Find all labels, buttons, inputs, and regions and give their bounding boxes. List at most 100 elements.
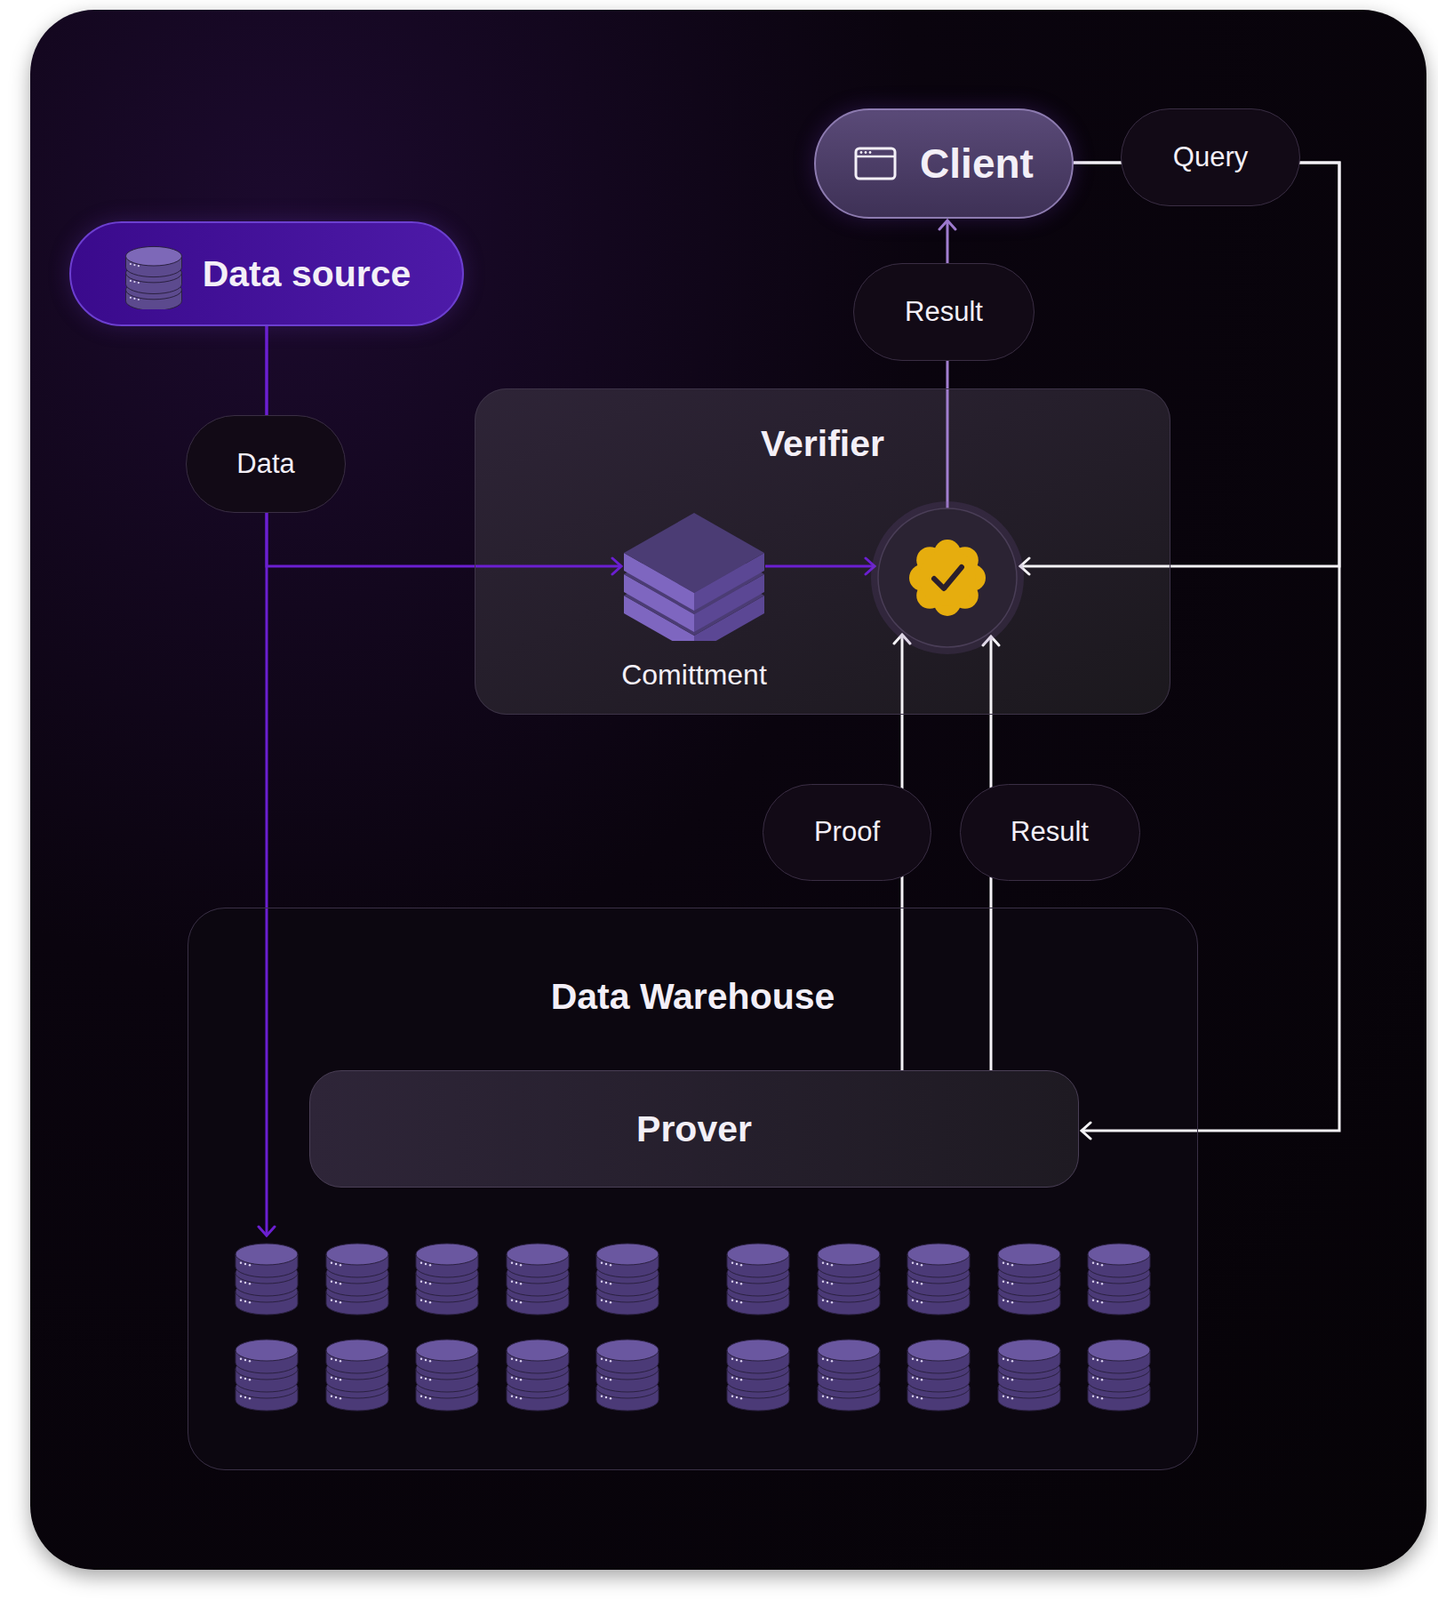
commitment-stack-icon [623, 491, 766, 641]
db-led [136, 298, 139, 301]
node-label: Prover [636, 1108, 752, 1151]
db-led [339, 1359, 342, 1362]
db-led [424, 1358, 427, 1361]
db-led [133, 297, 136, 300]
edge-label-pill: Result [959, 783, 1141, 881]
edge-label: Proof [814, 815, 880, 848]
db-led [429, 1378, 432, 1381]
db-led [1006, 1262, 1009, 1265]
db-led [826, 1358, 829, 1361]
db-led [830, 1301, 833, 1303]
edge-label-pill: Proof [762, 783, 932, 881]
db-led [1011, 1263, 1014, 1266]
db-disk-top [726, 1339, 790, 1361]
db-disk-top [1087, 1243, 1151, 1265]
db-led [911, 1376, 914, 1379]
db-led [1002, 1376, 1005, 1379]
db-led [740, 1263, 743, 1266]
db-led [248, 1282, 251, 1285]
db-led [920, 1301, 923, 1303]
commitment-node: Comittment [594, 491, 794, 698]
db-disk-top [907, 1339, 970, 1361]
db-led [740, 1397, 743, 1399]
panel-title: Verifier [760, 423, 885, 465]
db-disk-top [596, 1243, 659, 1265]
edge-label: Result [1010, 815, 1089, 848]
db-led [916, 1262, 919, 1265]
edge-label-pill: Query [1120, 108, 1301, 207]
db-led [1101, 1378, 1103, 1381]
db-led [822, 1376, 824, 1379]
db-led [330, 1358, 333, 1360]
verifier-panel: VerifierComittment [474, 388, 1171, 715]
db-led [1101, 1282, 1103, 1285]
window-icon-frame [855, 148, 895, 179]
db-led [239, 1262, 242, 1264]
db-led [429, 1282, 432, 1285]
db-led [1101, 1359, 1103, 1362]
db-led [916, 1358, 919, 1361]
db-led [916, 1281, 919, 1284]
db-led [136, 281, 139, 284]
db-led [339, 1263, 342, 1266]
db-led [826, 1262, 829, 1265]
db-led [239, 1280, 242, 1283]
db-led [1092, 1358, 1095, 1360]
db-led [740, 1301, 743, 1303]
db-disk-top [326, 1339, 389, 1361]
db-led [1096, 1281, 1099, 1284]
db-led [420, 1358, 423, 1360]
db-led [605, 1281, 608, 1284]
node-icon [854, 146, 897, 181]
db-led [515, 1377, 518, 1380]
db-led [335, 1281, 337, 1284]
db-led [605, 1358, 608, 1361]
db-led [822, 1262, 824, 1264]
db-led [822, 1358, 824, 1360]
db-led [429, 1301, 432, 1303]
db-disk-top [998, 1339, 1061, 1361]
badge-halo [870, 501, 1024, 655]
verifier-panel-fill [474, 388, 1171, 715]
db-led [330, 1262, 333, 1264]
db-led [511, 1358, 513, 1360]
db-led [830, 1359, 833, 1362]
db-led [424, 1377, 427, 1380]
db-led [740, 1359, 743, 1362]
db-led [429, 1397, 432, 1399]
db-led [920, 1397, 923, 1399]
window-icon-bar [855, 155, 895, 159]
db-led [420, 1262, 423, 1264]
db-led [1006, 1300, 1009, 1303]
db-led [609, 1301, 612, 1303]
db-led [330, 1299, 333, 1302]
db-led [830, 1263, 833, 1266]
db-led [600, 1262, 603, 1264]
db-disk-top [326, 1243, 389, 1265]
db-led [1002, 1358, 1005, 1360]
db-led [244, 1358, 247, 1361]
db-led [600, 1395, 603, 1398]
db-led [605, 1300, 608, 1303]
slab-top-face [623, 512, 765, 593]
db-led [511, 1376, 513, 1379]
db-led [339, 1282, 342, 1285]
db-led [420, 1280, 423, 1283]
edge-label-pill: Data [185, 415, 346, 513]
node-label: Data source [202, 253, 412, 296]
db-led [248, 1397, 251, 1399]
db-disk-top [506, 1243, 569, 1265]
db-led [600, 1280, 603, 1283]
db-led [244, 1262, 247, 1265]
db-disk-top [817, 1339, 880, 1361]
db-led [826, 1396, 829, 1399]
db-led [600, 1376, 603, 1379]
db-disk-top [817, 1243, 880, 1265]
db-led [1092, 1299, 1095, 1302]
edge-label: Result [904, 295, 983, 328]
edge-label: Query [1173, 141, 1248, 174]
db-led [911, 1358, 914, 1360]
db-led [731, 1395, 734, 1398]
